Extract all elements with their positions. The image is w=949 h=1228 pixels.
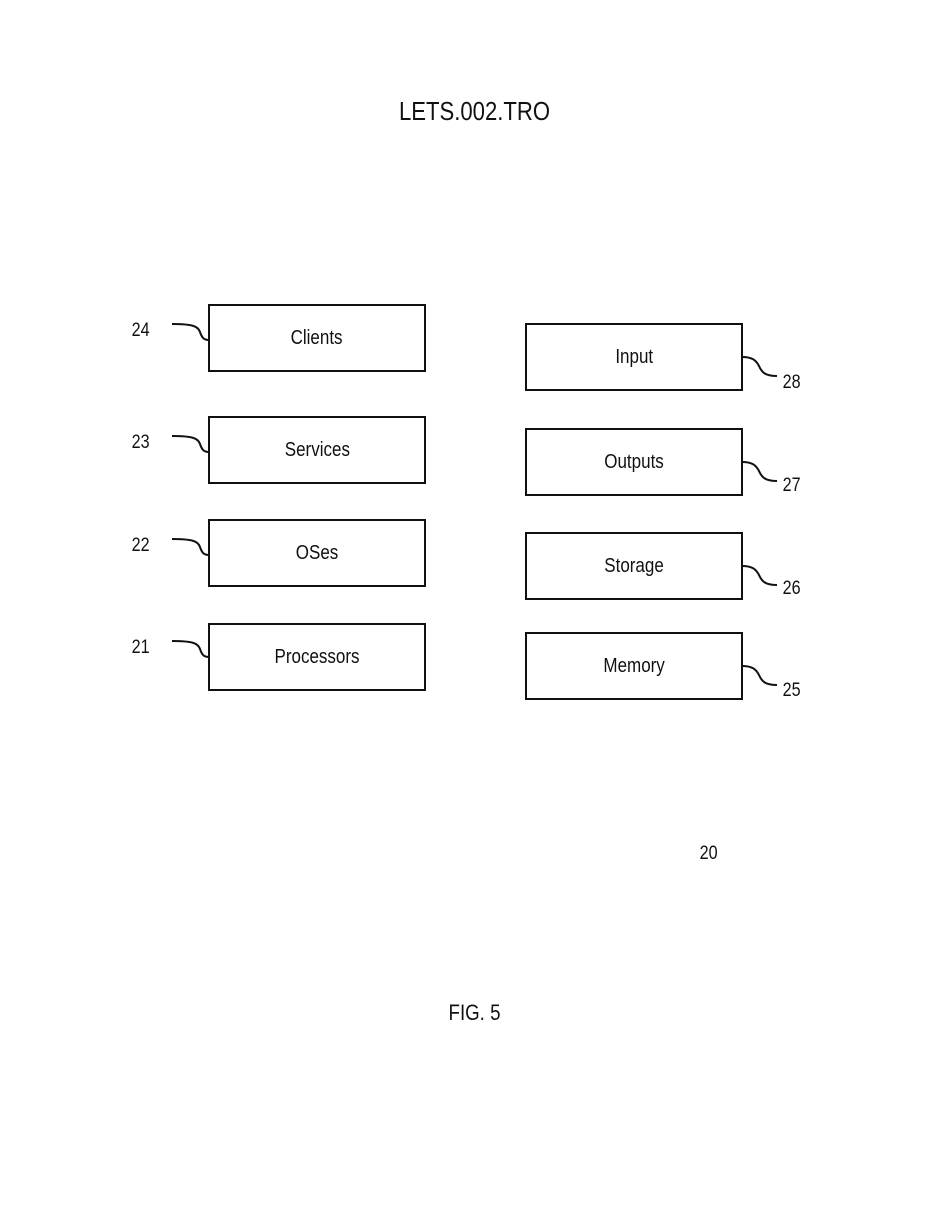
oses-label: OSes (296, 542, 339, 565)
figure-label: FIG. 5 (71, 1000, 878, 1026)
memory-box: Memory (525, 632, 743, 700)
leader-line-28 (742, 357, 777, 376)
outputs-label: Outputs (604, 451, 664, 474)
ref-numeral-20: 20 (700, 843, 718, 865)
leader-line-24 (172, 324, 209, 340)
leader-line-25 (742, 666, 777, 685)
processors-box: Processors (208, 623, 426, 691)
ref-numeral-26: 26 (783, 578, 801, 600)
memory-label: Memory (603, 655, 664, 678)
ref-numeral-27: 27 (783, 475, 801, 497)
storage-label: Storage (604, 555, 664, 578)
leader-line-26 (742, 566, 777, 585)
outputs-box: Outputs (525, 428, 743, 496)
ref-numeral-21: 21 (132, 637, 150, 659)
services-box: Services (208, 416, 426, 484)
services-label: Services (284, 439, 349, 462)
processors-label: Processors (274, 646, 359, 669)
leader-line-27 (742, 462, 777, 481)
ref-numeral-22: 22 (132, 535, 150, 557)
ref-numeral-28: 28 (783, 372, 801, 394)
input-box: Input (525, 323, 743, 391)
leader-line-23 (172, 436, 209, 452)
ref-numeral-23: 23 (132, 432, 150, 454)
leader-line-21 (172, 641, 209, 657)
leader-line-22 (172, 539, 209, 555)
clients-label: Clients (291, 327, 343, 350)
ref-numeral-24: 24 (132, 320, 150, 342)
storage-box: Storage (525, 532, 743, 600)
ref-numeral-25: 25 (783, 680, 801, 702)
input-label: Input (615, 346, 653, 369)
clients-box: Clients (208, 304, 426, 372)
oses-box: OSes (208, 519, 426, 587)
